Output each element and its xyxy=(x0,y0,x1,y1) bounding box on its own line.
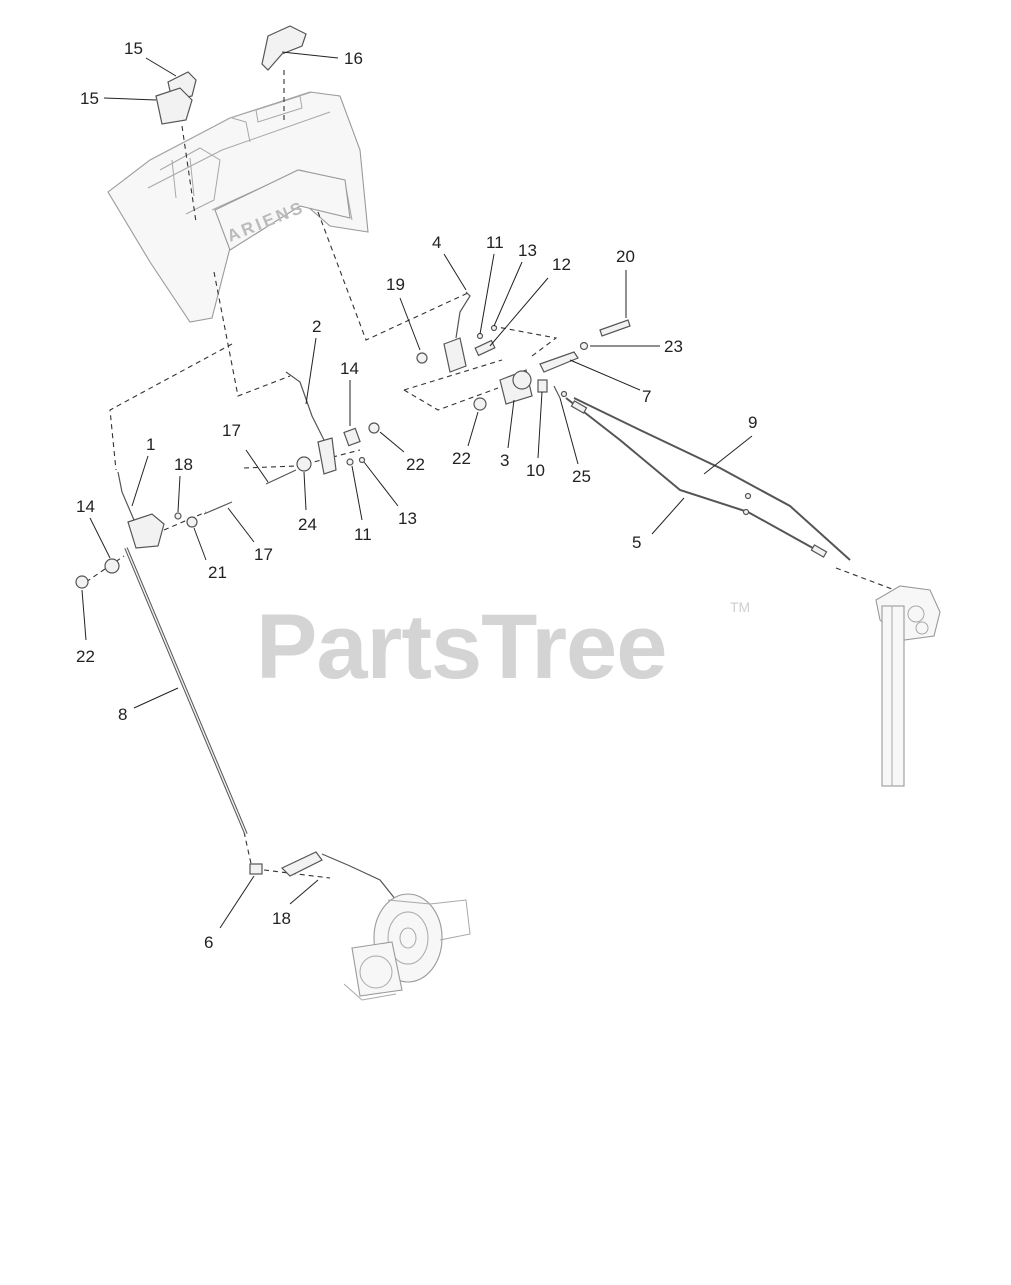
callout-5: 5 xyxy=(632,497,685,552)
callout-17a-label: 17 xyxy=(222,421,241,440)
callout-14a-label: 14 xyxy=(340,359,359,378)
watermark-text: PartsTree xyxy=(256,596,666,698)
callout-22b: 22 xyxy=(452,411,479,468)
callout-11a: 11 xyxy=(479,233,504,335)
callout-12-label: 12 xyxy=(552,255,571,274)
callout-22c-label: 22 xyxy=(76,647,95,666)
callout-23-label: 23 xyxy=(664,337,683,356)
callout-14b: 14 xyxy=(76,497,111,559)
callout-8-label: 8 xyxy=(118,705,127,724)
callout-6-label: 6 xyxy=(204,933,213,952)
callout-20: 20 xyxy=(616,247,635,318)
callout-13a: 13 xyxy=(493,241,537,327)
callout-7-label: 7 xyxy=(642,387,651,406)
lever-4 xyxy=(416,291,498,373)
callout-12: 12 xyxy=(489,255,571,347)
callout-18a: 18 xyxy=(174,455,193,513)
callout-18b: 18 xyxy=(272,879,319,928)
callout-17b-label: 17 xyxy=(254,545,273,564)
callout-7: 7 xyxy=(569,359,651,406)
drive-wheel-assembly xyxy=(249,851,471,1001)
callout-23: 23 xyxy=(590,337,683,356)
callout-11b-label: 11 xyxy=(354,525,372,544)
callout-10: 10 xyxy=(526,391,545,480)
callout-6: 6 xyxy=(204,875,255,952)
knob-15-lower xyxy=(155,87,193,125)
callout-1-label: 1 xyxy=(146,435,155,454)
callout-11b: 11 xyxy=(351,465,372,544)
arm-7 xyxy=(539,319,631,373)
callout-15a: 15 xyxy=(124,39,177,77)
callout-19-label: 19 xyxy=(386,275,405,294)
callout-13b-label: 13 xyxy=(398,509,417,528)
callout-20-label: 20 xyxy=(616,247,635,266)
bracket-3 xyxy=(473,369,568,411)
callout-2-label: 2 xyxy=(312,317,321,336)
shift-rod-8 xyxy=(124,547,248,835)
callout-2: 2 xyxy=(305,317,321,405)
callout-22a: 22 xyxy=(379,431,425,474)
callout-24: 24 xyxy=(298,471,317,534)
callout-13a-label: 13 xyxy=(518,241,537,260)
callout-4: 4 xyxy=(432,233,467,291)
callout-18b-label: 18 xyxy=(272,909,291,928)
gearbox-post xyxy=(875,585,941,787)
callout-1: 1 xyxy=(131,435,155,507)
callout-4-label: 4 xyxy=(432,233,441,252)
cables-5-9 xyxy=(565,397,851,561)
callout-22c: 22 xyxy=(76,589,95,666)
callout-14b-label: 14 xyxy=(76,497,95,516)
callout-17b: 17 xyxy=(227,507,273,564)
callout-8: 8 xyxy=(118,687,179,724)
watermark-trademark: TM xyxy=(730,599,750,615)
callout-15b: 15 xyxy=(80,89,157,108)
callout-5-label: 5 xyxy=(632,533,641,552)
callout-22a-label: 22 xyxy=(406,455,425,474)
callout-14a: 14 xyxy=(340,359,359,426)
callout-9-label: 9 xyxy=(748,413,757,432)
callout-19: 19 xyxy=(386,275,421,351)
callout-24-label: 24 xyxy=(298,515,317,534)
callout-18a-label: 18 xyxy=(174,455,193,474)
callout-25-label: 25 xyxy=(572,467,591,486)
knob-16 xyxy=(261,25,307,71)
callouts: 15 15 16 4 11 13 12 20 xyxy=(76,39,757,952)
callout-21-label: 21 xyxy=(208,563,227,582)
callout-9: 9 xyxy=(703,413,757,475)
callout-10-label: 10 xyxy=(526,461,545,480)
callout-16-label: 16 xyxy=(344,49,363,68)
callout-3-label: 3 xyxy=(500,451,509,470)
callout-11a-label: 11 xyxy=(486,233,504,252)
callout-21: 21 xyxy=(193,527,227,582)
lever-2 xyxy=(265,371,380,485)
callout-3: 3 xyxy=(500,399,515,470)
callout-13b: 13 xyxy=(363,461,417,528)
assembly-dashed-lines xyxy=(85,70,901,879)
callout-15a-label: 15 xyxy=(124,39,143,58)
callout-16: 16 xyxy=(281,49,363,68)
shift-lever-1 xyxy=(75,471,233,589)
callout-17a: 17 xyxy=(222,421,269,483)
callout-22b-label: 22 xyxy=(452,449,471,468)
callout-25: 25 xyxy=(559,397,591,486)
dashboard-housing: ARIENS xyxy=(107,91,369,323)
callout-15b-label: 15 xyxy=(80,89,99,108)
